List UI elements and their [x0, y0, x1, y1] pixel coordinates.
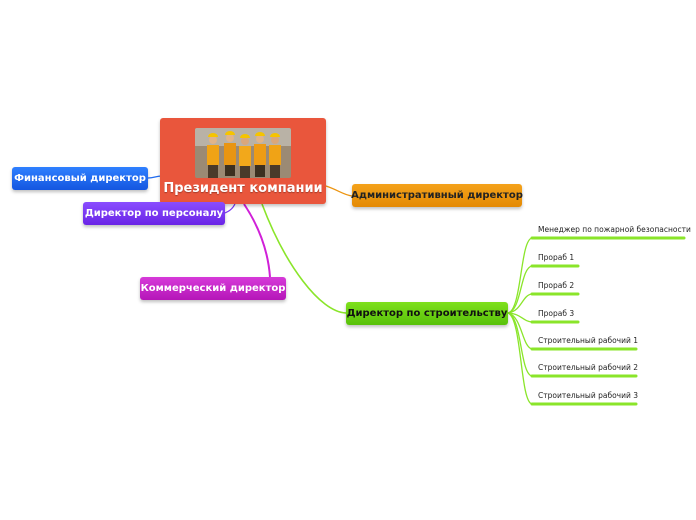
- workers-photo-icon: [195, 128, 291, 178]
- node-foreman-3[interactable]: Прораб 3: [538, 309, 575, 318]
- node-fire-safety-manager[interactable]: Менеджер по пожарной безопасности: [538, 225, 691, 234]
- connector-commercial: [243, 203, 271, 278]
- connector-administrative: [325, 185, 353, 197]
- connector-child-2: [507, 265, 533, 314]
- root-title: Президент компании: [163, 181, 323, 196]
- connector-construction: [261, 203, 347, 314]
- connector-child-1: [507, 237, 533, 314]
- root-node-president[interactable]: Президент компании: [160, 118, 326, 204]
- connector-child-7: [507, 312, 533, 405]
- node-construction-director[interactable]: Директор по строительству: [346, 302, 508, 325]
- node-personnel-director[interactable]: Директор по персоналу: [83, 202, 225, 225]
- node-foreman-1[interactable]: Прораб 1: [538, 253, 575, 262]
- connector-child-4: [507, 312, 533, 323]
- node-builder-2[interactable]: Строительный рабочий 2: [538, 363, 639, 372]
- node-builder-1[interactable]: Строительный рабочий 1: [538, 336, 639, 345]
- node-builder-3[interactable]: Строительный рабочий 3: [538, 391, 639, 400]
- node-commercial-director[interactable]: Коммерческий директор: [140, 277, 286, 300]
- node-administrative-director[interactable]: Административный директор: [351, 184, 523, 207]
- connector-child-3: [507, 293, 533, 314]
- node-finance-director[interactable]: Финансовый директор: [12, 167, 148, 190]
- connector-child-6: [507, 312, 533, 377]
- node-foreman-2[interactable]: Прораб 2: [538, 281, 575, 290]
